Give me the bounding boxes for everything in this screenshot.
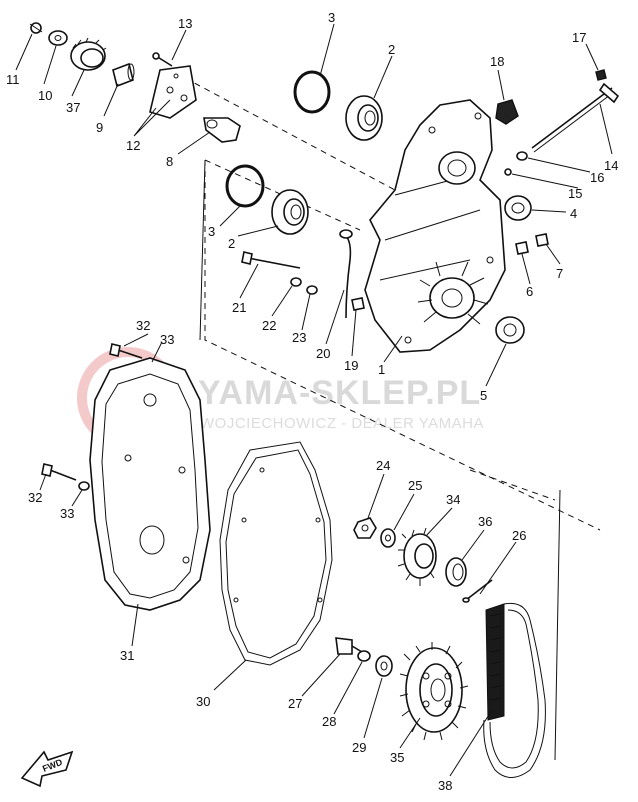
callout-24: 24 [376,458,390,473]
part-sprocket-34 [397,527,437,586]
part-bushing-9 [112,62,135,88]
callout-28: 28 [322,714,336,729]
callout-16: 16 [590,170,604,185]
part-nut-7 [535,233,549,247]
part-bolt-21 [241,251,301,269]
part-nut-17 [595,69,607,81]
callout-8: 8 [166,154,173,169]
part-washer-29 [375,655,393,677]
callout-27: 27 [288,696,302,711]
callout-9: 9 [96,120,103,135]
part-bolt-32-lower [41,463,77,481]
callout-17: 17 [572,30,586,45]
part-bolt-27 [335,637,363,655]
part-long-bolt-14 [531,82,620,153]
callout-31: 31 [120,648,134,663]
callout-29: 29 [352,740,366,755]
callout-22: 22 [262,318,276,333]
callout-6: 6 [526,284,533,299]
callout-36: 36 [478,514,492,529]
part-plug-18 [495,99,519,125]
callout-13: 13 [178,16,192,31]
callout-34: 34 [446,492,460,507]
callout-10: 10 [38,88,52,103]
callout-33-upper: 33 [160,332,174,347]
callout-3b: 3 [208,224,215,239]
callout-37: 37 [66,100,80,115]
callout-33-lower: 33 [60,506,74,521]
part-fitting-19 [351,297,365,311]
part-bearing-2-top [345,95,383,141]
part-chaincase-1 [364,99,506,353]
part-oil-seal-5 [495,316,525,344]
part-nut-24 [353,517,377,539]
callout-labels: 3 2 13 11 10 37 9 12 8 18 17 14 16 15 4 … [6,10,618,793]
callout-2: 2 [388,42,395,57]
callout-32-upper: 32 [136,318,150,333]
callout-20: 20 [316,346,330,361]
part-cover-31 [89,357,211,611]
part-bearing-2-middle [271,189,309,235]
part-bracket-12 [149,65,197,119]
part-washer-16 [516,151,528,161]
part-oil-seal-4 [504,195,532,221]
part-nut-6 [515,241,529,255]
callout-7: 7 [556,266,563,281]
callout-1: 1 [378,362,385,377]
part-spacer-36 [445,557,467,587]
callout-35: 35 [390,750,404,765]
fwd-arrow-icon: FWD [20,750,74,788]
callout-32-lower: 32 [28,490,42,505]
watermark-title: YAMA-SKLEP.PL [198,374,481,412]
callout-38: 38 [438,778,452,793]
callout-26: 26 [512,528,526,543]
part-washer-10 [48,30,68,46]
part-washer-28 [357,650,371,662]
callout-5: 5 [480,388,487,403]
part-screw-13 [152,52,173,67]
callout-21: 21 [232,300,246,315]
part-washer-25 [380,528,396,548]
part-chain-38 [483,602,546,778]
part-sprocket-37 [70,37,107,71]
leader-lines [15,23,613,777]
part-tensioner-8 [203,117,241,143]
callout-25: 25 [408,478,422,493]
callout-30: 30 [196,694,210,709]
watermark-subtitle: WOJCIECHOWICZ - DEALER YAMAHA [200,415,484,432]
callout-15: 15 [568,186,582,201]
callout-18: 18 [490,54,504,69]
part-washer-22 [290,277,302,287]
callout-12: 12 [126,138,140,153]
part-circlip-3-top [293,70,331,114]
callout-11: 11 [6,72,20,87]
part-breather-tube-20 [339,229,353,319]
part-gasket-30 [219,441,333,666]
part-washer-33-lower [78,481,90,491]
part-sprocket-35 [399,642,469,741]
callout-23: 23 [292,330,306,345]
callout-2b: 2 [228,236,235,251]
part-bolt-11 [29,22,43,34]
callout-14: 14 [604,158,618,173]
callout-4: 4 [570,206,577,221]
part-washer-23 [306,285,318,295]
part-washer-15 [504,168,512,176]
part-circlip-3-middle [225,164,265,208]
assembly-guide-lines [184,77,601,761]
callout-3: 3 [328,10,335,25]
part-bolt-32-upper [109,343,143,359]
callout-19: 19 [344,358,358,373]
